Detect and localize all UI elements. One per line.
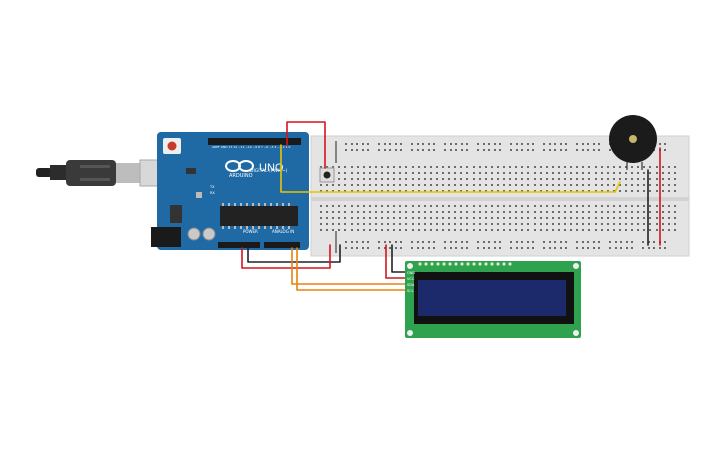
infinity-logo-icon: [225, 160, 254, 172]
wire-5v-red[interactable]: [241, 244, 331, 269]
power-jack[interactable]: [151, 227, 181, 247]
arduino-board[interactable]: DIGITAL (PWM~) AREF GND 13 12 ~11 ~10 ~9…: [151, 132, 309, 250]
wire-red-top[interactable]: [286, 121, 326, 169]
tx-label: TX: [209, 185, 215, 189]
analog-header[interactable]: [264, 242, 300, 248]
analog-label: ANALOG IN: [272, 229, 294, 234]
brand-label: ARDUINO: [229, 173, 253, 179]
lcd-module[interactable]: GND VCC SDA SCL: [405, 261, 581, 338]
wire-lcd-sda[interactable]: [291, 247, 407, 285]
lcd-pin-vcc: VCC: [407, 277, 415, 281]
svg-text:AREF GND 13 12 ~11 ~10 ~9 8 7: AREF GND 13 12 ~11 ~10 ~9 8 7 ~6 ~5 4 ~3…: [212, 145, 290, 149]
wire-lcd-vcc[interactable]: [385, 244, 407, 279]
wire-yellow[interactable]: [280, 144, 621, 193]
digital-label: DIGITAL (PWM~): [250, 168, 288, 174]
lcd-pin-gnd: GND: [407, 271, 415, 275]
digital-header[interactable]: [208, 138, 301, 145]
power-header[interactable]: [218, 242, 260, 248]
wire-lcd-scl[interactable]: [296, 247, 407, 291]
power-label: POWER: [243, 229, 258, 234]
lcd-pin-sda: SDA: [407, 283, 415, 287]
rx-label: RX: [210, 191, 215, 195]
pushbutton-icon[interactable]: [319, 167, 335, 183]
breadboard[interactable]: [310, 135, 690, 257]
model-label: UNO: [259, 162, 284, 174]
lcd-screen: [418, 280, 566, 316]
wire-lcd-gnd[interactable]: [391, 244, 407, 273]
buzzer-icon[interactable]: [609, 115, 657, 170]
lcd-pin-scl: SCL: [407, 289, 414, 293]
wire-gnd-black[interactable]: [247, 244, 341, 263]
atmega-chip: [220, 206, 298, 226]
